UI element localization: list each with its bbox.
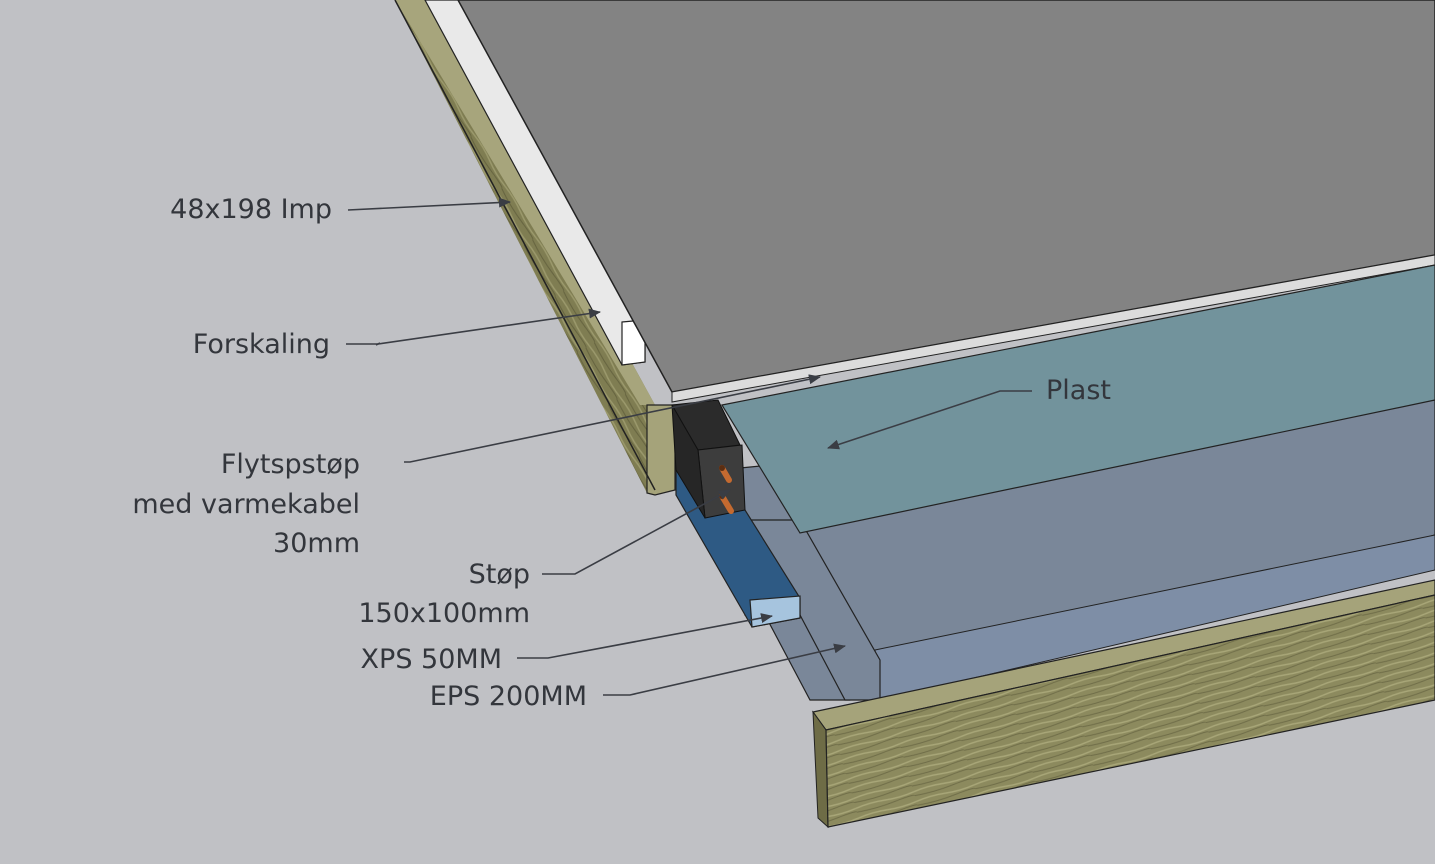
label-48x198-imp: 48x198 Imp: [170, 194, 332, 225]
screed-block-front: [697, 444, 746, 519]
leader-lines: [346, 197, 1032, 696]
front-timber-face: [825, 594, 1435, 828]
concrete-edge: [671, 254, 1435, 403]
front-timber-side: [812, 710, 829, 829]
label-stop-dimension: 150x100mm: [358, 598, 530, 629]
concrete-top-surface: [457, 0, 1435, 393]
screed-block-side: [671, 404, 706, 519]
label-stop: Støp: [468, 559, 530, 590]
plastic-top: [721, 264, 1435, 534]
label-flytspstop: Flytspstøp: [220, 449, 360, 480]
label-eps: EPS 200MM: [429, 681, 587, 712]
label-flytspstop-thickness: 30mm: [273, 528, 360, 559]
label-forskaling: Forskaling: [192, 329, 330, 360]
left-timber-end: [646, 404, 676, 496]
label-plast: Plast: [1046, 375, 1111, 406]
label-xps: XPS 50MM: [360, 644, 502, 675]
label-flytspstop-cable: med varmekabel: [132, 489, 360, 520]
